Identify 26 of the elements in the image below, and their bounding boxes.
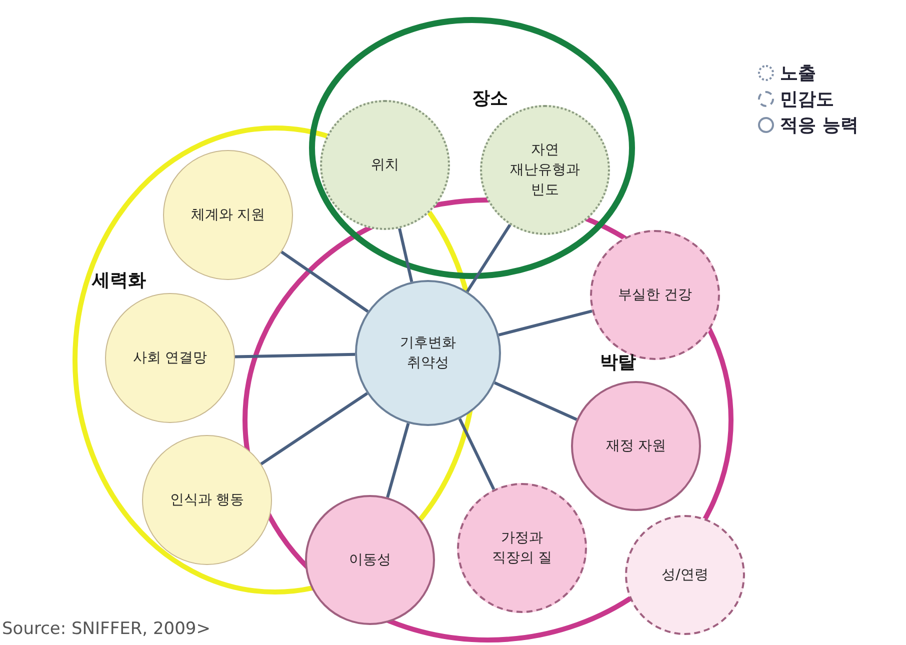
factor-label: 사회 연결망 [132,348,208,368]
connector-line [398,228,414,282]
connector-line [494,381,578,421]
source-note: Source: SNIFFER, 2009> [2,619,210,639]
legend-label: 노출 [780,62,816,85]
connector-line [466,224,512,292]
connector-line [386,422,410,498]
factor-label: 기후변화 취약성 [399,334,457,373]
factor-label: 가정과 직장의 질 [490,528,554,568]
legend-label: 민감도 [780,88,834,111]
factor-label: 성/연령 [662,566,708,585]
connector-line [458,418,496,490]
group-heading: 박탈 [600,351,636,374]
group-heading: 장소 [472,87,508,110]
legend-label: 적응 능력 [780,114,858,137]
group-heading: 세력화 [92,269,146,292]
connector-line [498,310,592,336]
factor-label: 체계와 지원 [190,206,266,225]
connector-line [260,392,368,466]
factor-label: 부실한 건강 [618,286,692,305]
connector-line [280,250,369,313]
factor-label: 인식과 행동 [170,490,244,510]
factor-label: 재정 자원 [606,436,666,456]
factor-label: 이동성 [349,550,391,570]
factor-label: 위치 [371,156,399,175]
factor-label: 자연 재난유형과 빈도 [509,140,581,200]
